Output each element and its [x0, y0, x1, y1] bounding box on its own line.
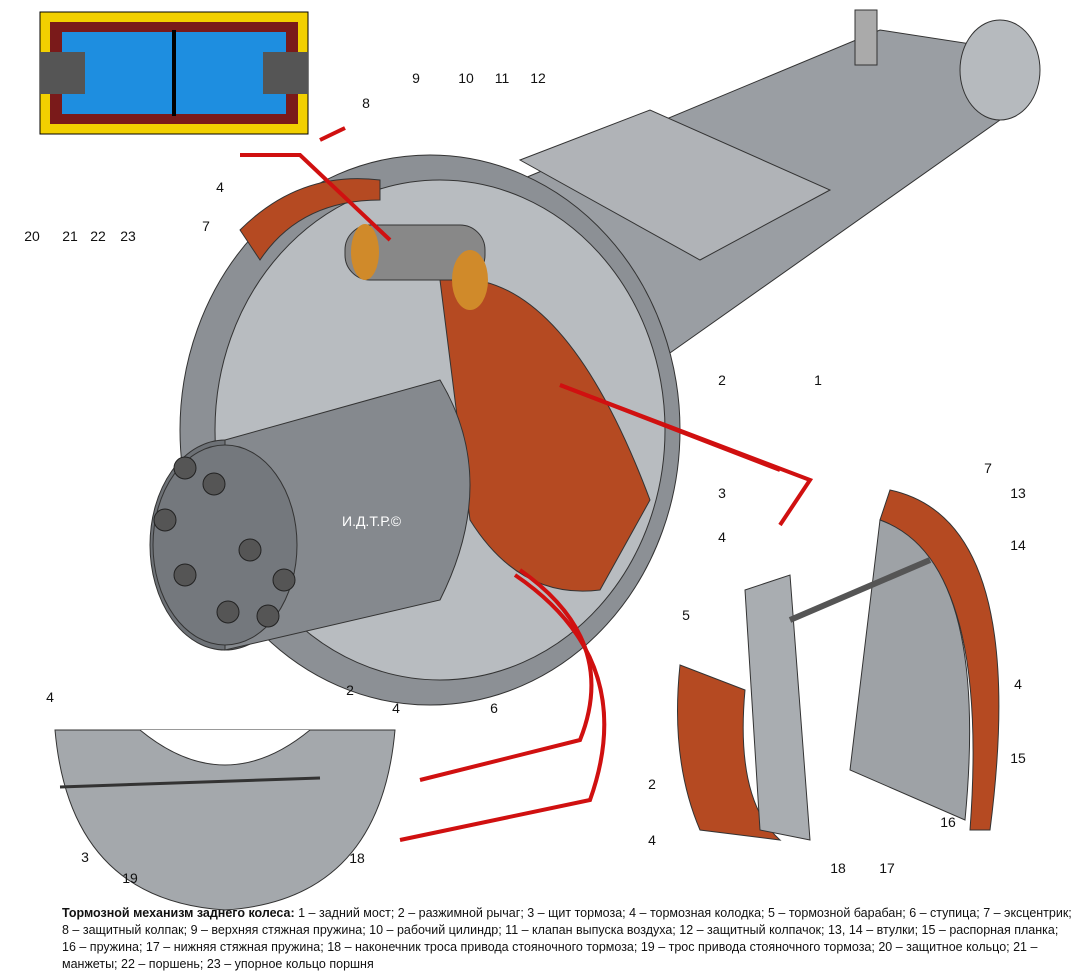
callout-l9: 9 [412, 70, 420, 86]
callout-l5: 5 [682, 607, 690, 623]
callout-l19: 19 [122, 870, 138, 886]
callout-l18a: 18 [830, 860, 846, 876]
callout-l22: 22 [90, 228, 106, 244]
callout-l7a: 7 [202, 218, 210, 234]
callout-l12: 12 [530, 70, 546, 86]
callout-l4e: 4 [46, 689, 54, 705]
callout-l13a: 13 [1010, 485, 1026, 501]
backing-plate-detail [54, 729, 396, 911]
rear-axle [518, 9, 1041, 361]
caption-title: Тормозной механизм заднего колеса: [62, 906, 295, 920]
callout-l6: 6 [490, 700, 498, 716]
callout-l7b: 7 [984, 460, 992, 476]
callout-l4c: 4 [1014, 676, 1022, 692]
callout-l17: 17 [879, 860, 895, 876]
callout-l21: 21 [62, 228, 78, 244]
figure-caption: Тормозной механизм заднего колеса: 1 – з… [62, 905, 1072, 973]
callout-l1: 1 [814, 372, 822, 388]
callout-l18b: 18 [349, 850, 365, 866]
brake-shoe-detail [677, 489, 1000, 841]
callout-l10: 10 [458, 70, 474, 86]
callout-l2b: 2 [648, 776, 656, 792]
callout-l2c: 2 [346, 682, 354, 698]
watermark: И.Д.Т.Р.© [342, 513, 402, 529]
callout-l15: 15 [1010, 750, 1026, 766]
callout-l4f: 4 [392, 700, 400, 716]
callout-l8: 8 [362, 95, 370, 111]
callout-l23: 23 [120, 228, 136, 244]
callout-l4b: 4 [718, 529, 726, 545]
callout-l16: 16 [940, 814, 956, 830]
callout-l14: 14 [1010, 537, 1026, 553]
callout-l11: 11 [494, 70, 510, 86]
callout-l4a: 4 [216, 179, 224, 195]
callout-l3b: 3 [81, 849, 89, 865]
callout-l4d: 4 [648, 832, 656, 848]
caption-text: 1 – задний мост; 2 – разжимной рычаг; 3 … [62, 906, 1072, 971]
callout-l3a: 3 [718, 485, 726, 501]
cylinder-section-inset [39, 11, 309, 135]
brake-assembly [149, 154, 681, 706]
section-lines [240, 126, 814, 842]
callout-l20: 20 [24, 228, 40, 244]
callout-l2a: 2 [718, 372, 726, 388]
